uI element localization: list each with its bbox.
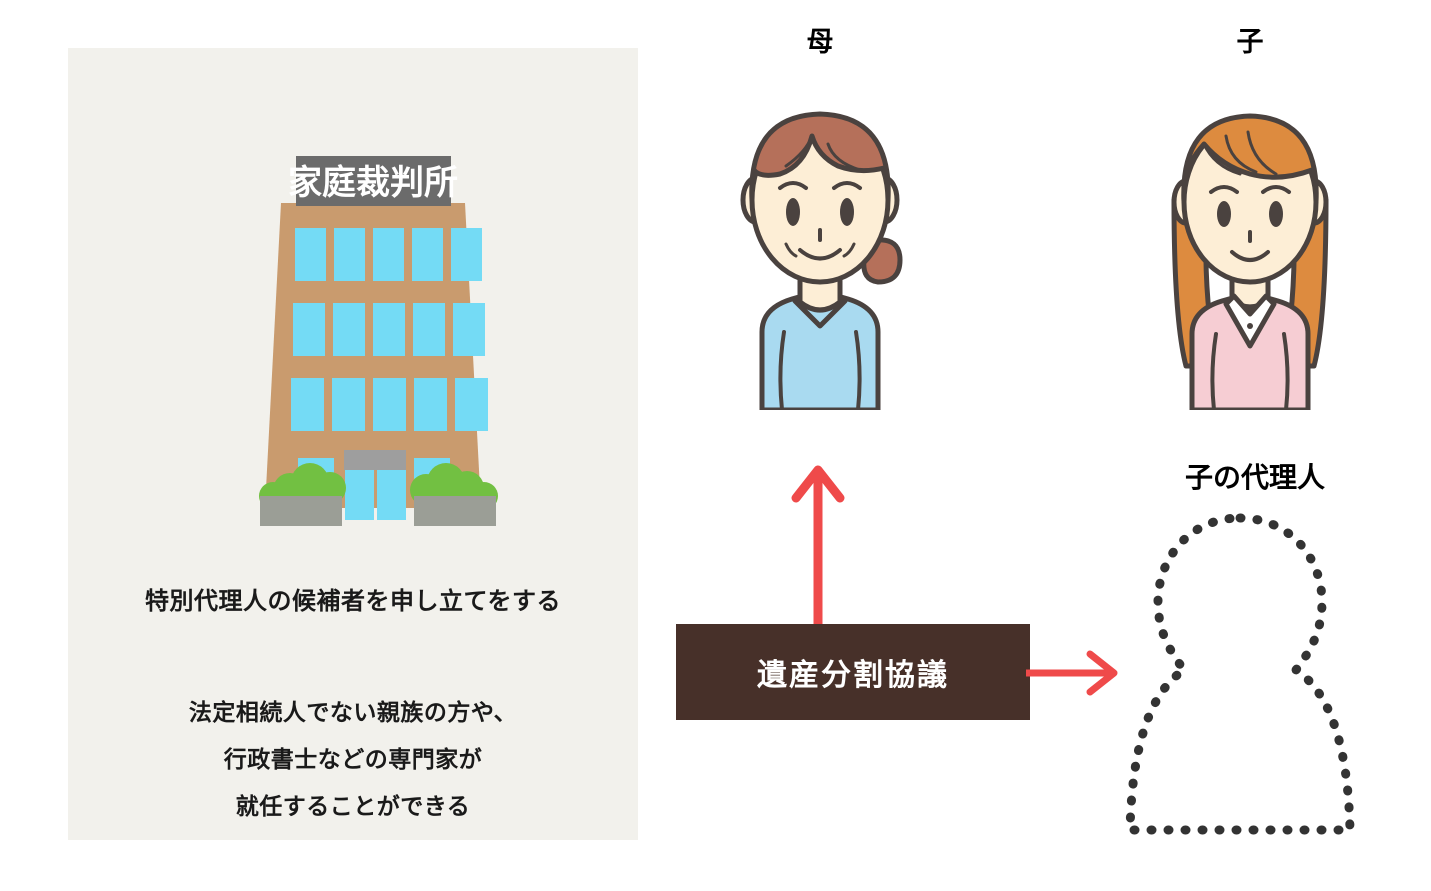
courthouse-icon: 家庭裁判所 <box>259 156 498 526</box>
child-agent-label: 子の代理人 <box>1184 462 1325 493</box>
court-info-panel: 家庭裁判所 <box>68 48 638 840</box>
estate-division-box: 遺産分割協議 <box>676 624 1030 720</box>
estate-division-label: 遺産分割協議 <box>757 659 949 692</box>
eligible-person-line-3: 就任することができる <box>235 793 471 819</box>
agent-silhouette-icon <box>1125 513 1355 835</box>
child-avatar-icon <box>1171 113 1329 410</box>
eligible-person-line-2: 行政書士などの専門家が <box>223 746 483 772</box>
court-petition-caption: 特別代理人の候補者を申し立てをする <box>144 588 562 615</box>
mother-label: 母 <box>806 27 834 57</box>
eligible-person-line-1: 法定相続人でない親族の方や、 <box>188 699 518 725</box>
arrow-up-icon <box>791 465 845 638</box>
child-label: 子 <box>1236 27 1264 57</box>
courthouse-sign-text: 家庭裁判所 <box>288 163 458 202</box>
mother-avatar-icon <box>740 111 903 410</box>
arrow-right-icon <box>1026 650 1118 696</box>
